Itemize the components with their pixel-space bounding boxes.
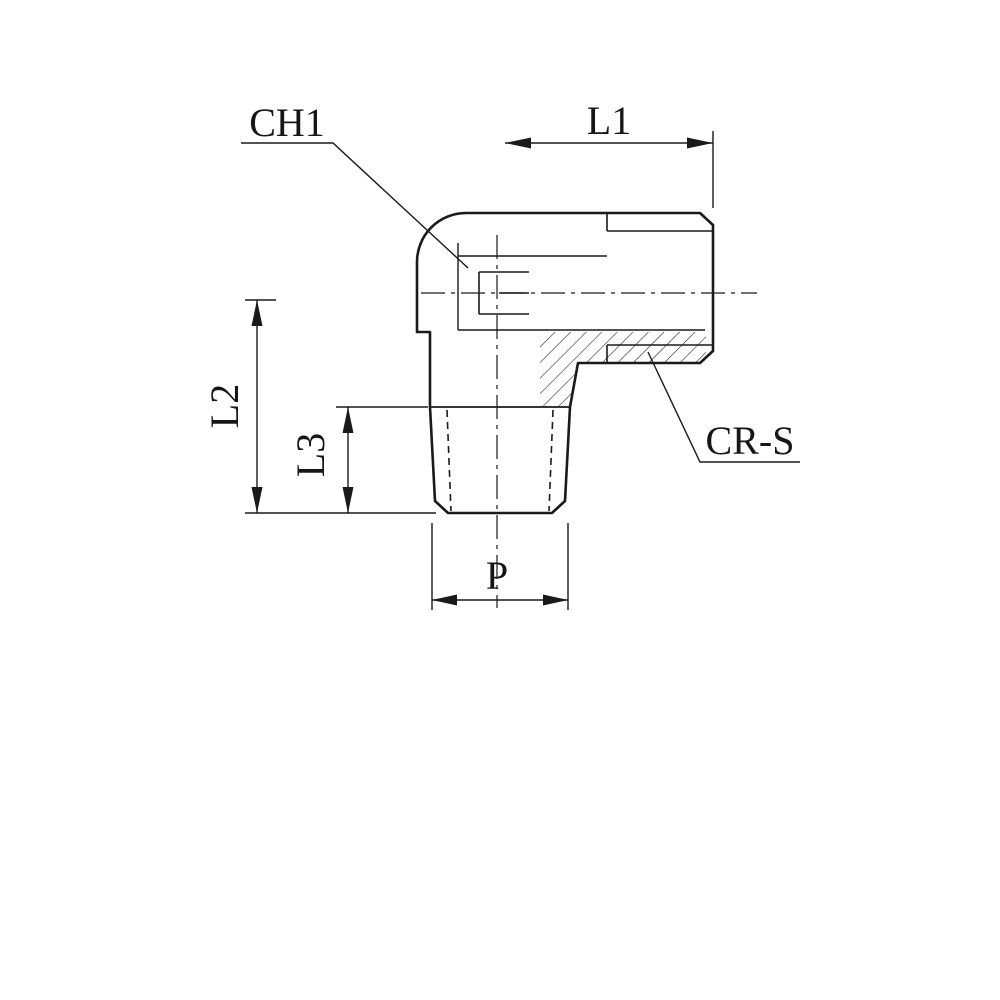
- crs-leader-line: [647, 351, 800, 463]
- l3-arrow-up: [342, 407, 354, 433]
- outline-path: [415, 211, 715, 515]
- label-crs: CR-S: [647, 351, 800, 463]
- male-thread-root-right: [548, 409, 554, 512]
- crs-label: CR-S: [706, 418, 795, 463]
- p-arrow-right: [543, 594, 568, 606]
- centerlines: [421, 235, 757, 608]
- l2-label: L2: [202, 384, 247, 428]
- section-hatching: [540, 332, 706, 406]
- dimension-l2: L2: [202, 299, 436, 514]
- l3-label: L3: [288, 433, 333, 477]
- l2-arrow-up: [251, 300, 263, 326]
- dimension-p: P: [431, 523, 569, 610]
- p-arrow-left: [432, 594, 457, 606]
- label-ch1: CH1: [241, 100, 469, 269]
- dimension-l1: L1: [505, 98, 714, 208]
- ch1-label: CH1: [249, 100, 325, 145]
- p-label: P: [486, 553, 508, 598]
- l3-arrow-down: [342, 487, 354, 513]
- l1-label: L1: [587, 98, 631, 143]
- male-thread-root-left: [446, 409, 452, 512]
- section-hatch-area: [540, 332, 706, 406]
- l1-arrow-right: [687, 137, 713, 149]
- l1-arrow-left: [505, 137, 531, 149]
- dimension-l3: L3: [288, 406, 428, 513]
- ch1-leader-line: [241, 142, 469, 269]
- l2-arrow-down: [251, 487, 263, 513]
